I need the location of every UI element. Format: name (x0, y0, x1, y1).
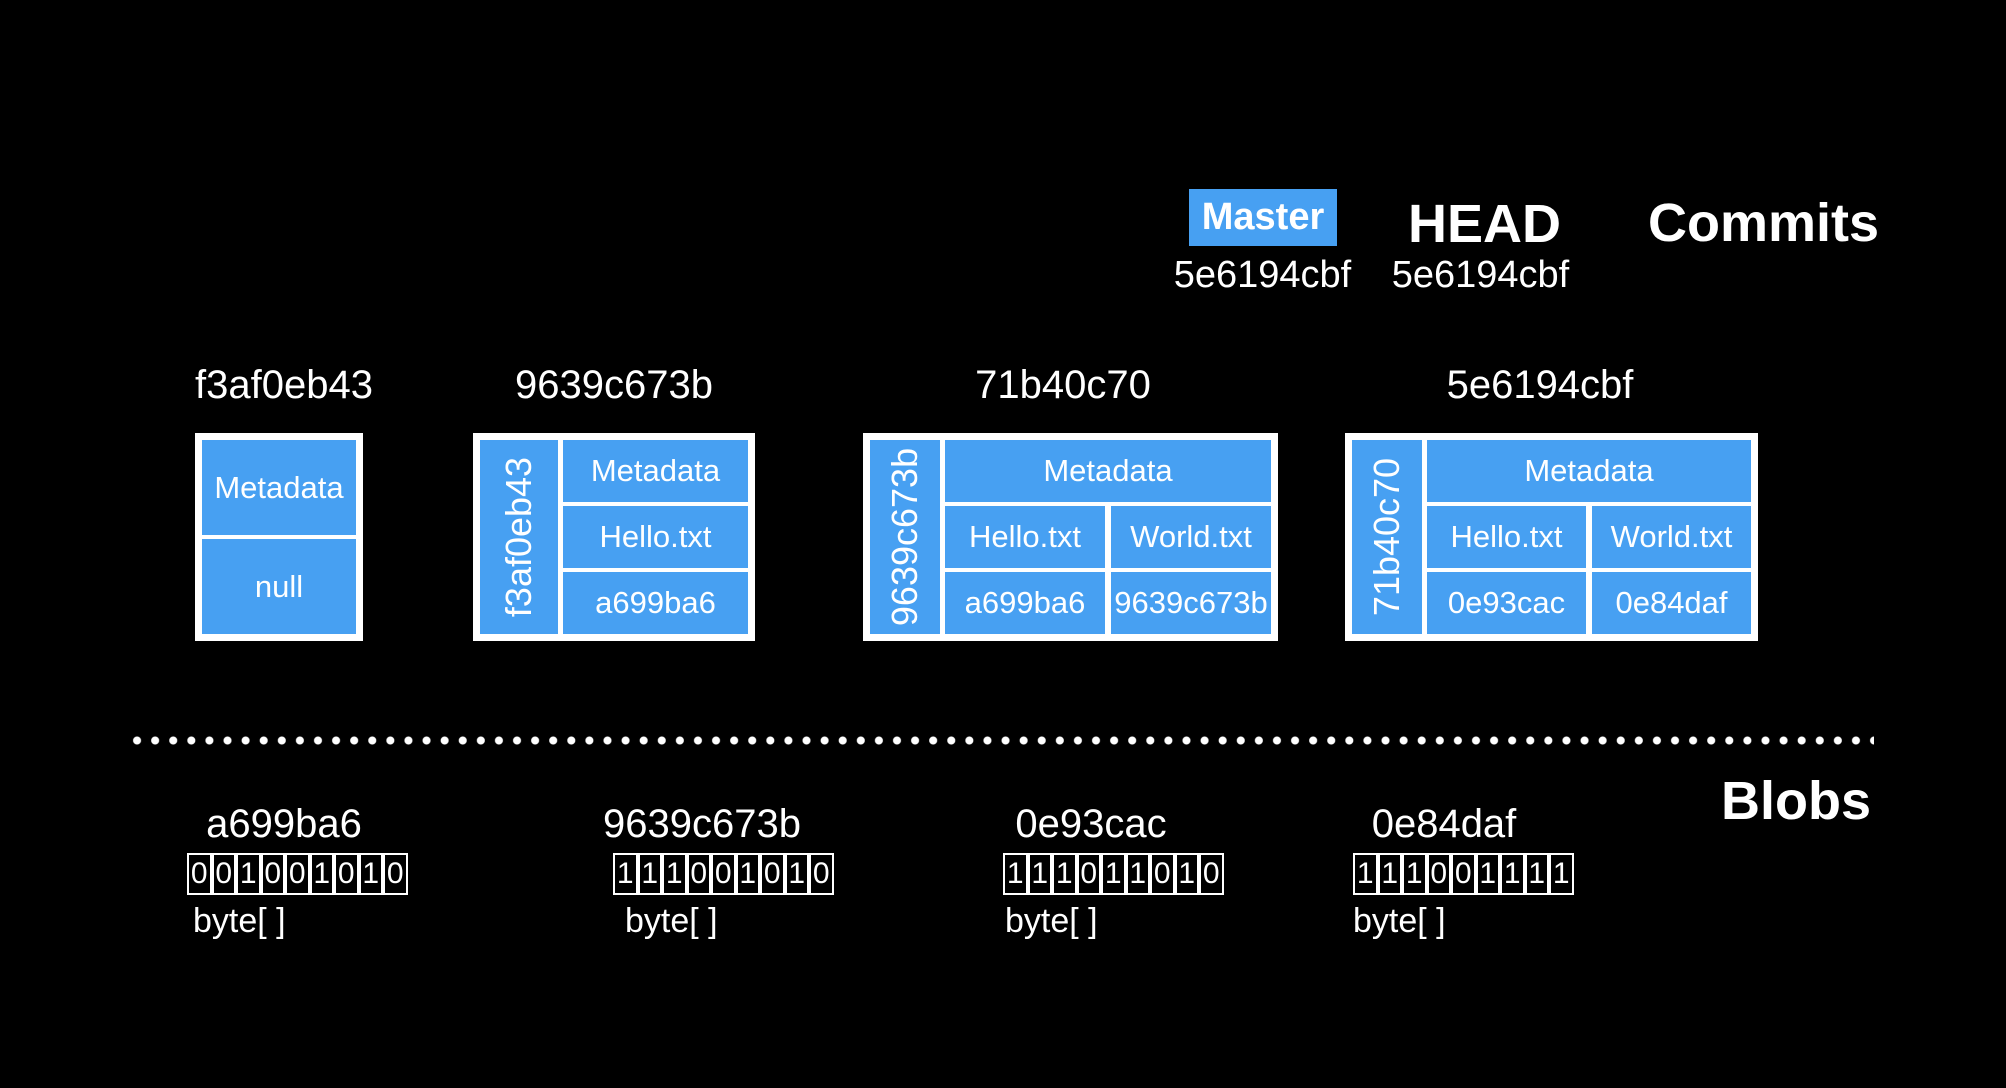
commit-2-box: f3af0eb43 Metadata Hello.txt a699ba6 (473, 433, 755, 641)
head-pointer-label: HEAD (1408, 194, 1562, 254)
bit-cell: 1 (1475, 853, 1500, 895)
commit-4-metadata-cell: Metadata (1427, 440, 1751, 502)
bit-cell: 0 (1199, 853, 1224, 895)
master-branch-hash: 5e6194cbf (1173, 254, 1352, 296)
blob-1-hash-title: a699ba6 (206, 802, 362, 846)
commit-3-blob-ref-cell: 9639c673b (1111, 572, 1271, 634)
bit-cell: 1 (1027, 853, 1052, 895)
bit-cell: 0 (334, 853, 359, 895)
bit-cell: 0 (686, 853, 711, 895)
blob-3-bit-array: 1 1 1 0 1 1 0 1 0 (1003, 853, 1224, 895)
blob-1-type-label: byte[ ] (193, 902, 286, 940)
commit-3-parent-cell: 9639c673b (870, 440, 940, 634)
blob-2-bit-array: 1 1 1 0 0 1 0 1 0 (613, 853, 834, 895)
commit-3-parent-hash: 9639c673b (884, 447, 925, 627)
bit-cell: 1 (1377, 853, 1402, 895)
bit-cell: 0 (260, 853, 285, 895)
bit-cell: 1 (784, 853, 809, 895)
bit-cell: 0 (1426, 853, 1451, 895)
bit-cell: 0 (211, 853, 236, 895)
blob-4-type-label: byte[ ] (1353, 902, 1446, 940)
commit-2-parent-cell: f3af0eb43 (480, 440, 558, 634)
bit-cell: 1 (637, 853, 662, 895)
blob-2-type-label: byte[ ] (625, 902, 718, 940)
bit-cell: 1 (613, 853, 638, 895)
bit-cell: 1 (309, 853, 334, 895)
commit-1-metadata-cell: Metadata (202, 440, 356, 535)
blob-4-bit-array: 1 1 1 0 0 1 1 1 1 (1353, 853, 1574, 895)
blob-3-type-label: byte[ ] (1005, 902, 1098, 940)
commit-4-blob-ref-cell: 0e84daf (1592, 572, 1751, 634)
blob-3-hash-title: 0e93cac (1015, 802, 1167, 846)
bit-cell: 1 (1174, 853, 1199, 895)
bit-cell: 1 (1003, 853, 1028, 895)
commit-4-hash-title: 5e6194cbf (1446, 363, 1634, 407)
bit-cell: 1 (1402, 853, 1427, 895)
bit-cell: 0 (187, 853, 212, 895)
blob-4-hash-title: 0e84daf (1371, 802, 1517, 846)
commit-1-box: Metadata null (195, 433, 363, 641)
bit-cell: 0 (760, 853, 785, 895)
bit-cell: 1 (1500, 853, 1525, 895)
commit-3-file-cell: World.txt (1111, 506, 1271, 568)
bit-cell: 1 (1524, 853, 1549, 895)
commit-2-blob-ref-cell: a699ba6 (563, 572, 748, 634)
commit-4-box: 71b40c70 Metadata Hello.txt World.txt 0e… (1345, 433, 1758, 641)
commits-section-heading: Commits (1648, 193, 1880, 253)
commit-4-parent-cell: 71b40c70 (1352, 440, 1422, 634)
bit-cell: 1 (1125, 853, 1150, 895)
blobs-section-heading: Blobs (1721, 771, 1872, 831)
bit-cell: 0 (285, 853, 310, 895)
bit-cell: 0 (711, 853, 736, 895)
head-pointer-hash: 5e6194cbf (1391, 254, 1570, 296)
blob-2-hash-title: 9639c673b (603, 802, 801, 846)
commit-4-parent-hash: 71b40c70 (1366, 457, 1407, 617)
bit-cell: 0 (1451, 853, 1476, 895)
commit-1-hash-title: f3af0eb43 (195, 363, 373, 407)
commit-2-file-cell: Hello.txt (563, 506, 748, 568)
commit-4-blob-ref-cell: 0e93cac (1427, 572, 1586, 634)
bit-cell: 1 (1353, 853, 1378, 895)
bit-cell: 1 (358, 853, 383, 895)
blob-1-bit-array: 0 0 1 0 0 1 0 1 0 (187, 853, 408, 895)
bit-cell: 0 (809, 853, 834, 895)
bit-cell: 1 (662, 853, 687, 895)
commit-2-parent-hash: f3af0eb43 (498, 456, 539, 618)
commit-3-box: 9639c673b Metadata Hello.txt World.txt a… (863, 433, 1278, 641)
commit-3-file-cell: Hello.txt (945, 506, 1105, 568)
bit-cell: 0 (1150, 853, 1175, 895)
commit-3-hash-title: 71b40c70 (975, 363, 1151, 407)
commit-2-metadata-cell: Metadata (563, 440, 748, 502)
commit-2-hash-title: 9639c673b (515, 363, 713, 407)
bit-cell: 1 (735, 853, 760, 895)
commit-4-file-cell: Hello.txt (1427, 506, 1586, 568)
master-branch-badge: Master (1189, 189, 1337, 246)
bit-cell: 0 (383, 853, 408, 895)
section-divider-dotted-line (128, 734, 1874, 747)
bit-cell: 0 (1076, 853, 1101, 895)
bit-cell: 1 (1549, 853, 1574, 895)
commit-3-metadata-cell: Metadata (945, 440, 1271, 502)
bit-cell: 1 (1052, 853, 1077, 895)
bit-cell: 1 (1101, 853, 1126, 895)
commit-4-file-cell: World.txt (1592, 506, 1751, 568)
bit-cell: 1 (236, 853, 261, 895)
commit-3-blob-ref-cell: a699ba6 (945, 572, 1105, 634)
commit-1-parent-cell: null (202, 539, 356, 634)
